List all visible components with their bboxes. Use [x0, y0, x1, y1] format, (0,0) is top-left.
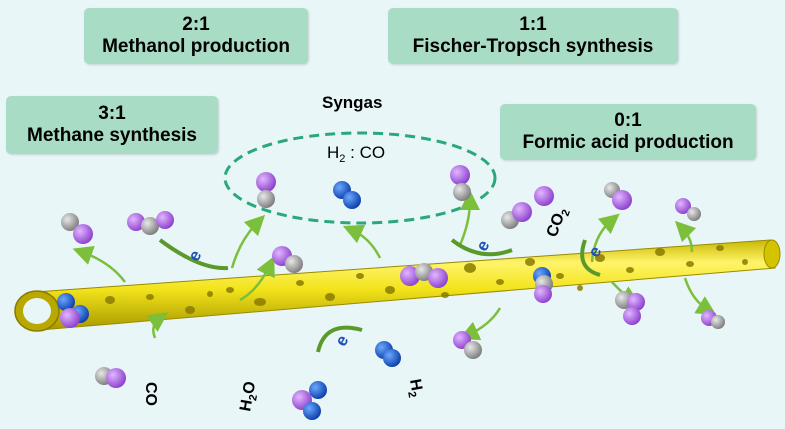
fischer-tropsch-ratio: 1:1 [519, 14, 547, 35]
h2o-label: H2O [237, 380, 262, 413]
co-molecule [534, 186, 554, 206]
nanotube [14, 239, 781, 332]
co2-molecule [604, 182, 632, 210]
molecules [57, 165, 725, 420]
co-molecule [95, 367, 126, 388]
co-molecule [272, 246, 303, 273]
co-label: CO [142, 382, 159, 406]
methanol-label: Methanol production [102, 36, 290, 57]
formic-ratio: 0:1 [614, 110, 642, 131]
co-molecule [61, 213, 93, 244]
co-molecule [701, 310, 725, 329]
co2-label: CO2 [544, 205, 573, 240]
co2-molecule [675, 198, 701, 221]
electron-label: e [331, 332, 352, 350]
co2-molecule [400, 263, 448, 288]
h2-label: H2 [403, 378, 426, 399]
h2o-molecule [292, 381, 327, 420]
electron-arrows [158, 238, 601, 353]
methane-label: Methane synthesis [27, 125, 197, 146]
co-molecule [501, 202, 532, 229]
co2-molecule [615, 291, 645, 325]
methanol-production-box: 2:1 Methanol production [84, 8, 308, 64]
syngas-boundary [223, 131, 497, 225]
h2-molecule [375, 341, 401, 367]
syngas-title: Syngas [322, 93, 382, 112]
h2-molecule [333, 181, 361, 209]
reaction-arrows [72, 190, 717, 340]
electron-label: e [184, 247, 205, 265]
co-molecule [453, 331, 482, 359]
hco-molecule [533, 267, 553, 303]
hco-molecule [57, 293, 89, 328]
formic-acid-box: 0:1 Formic acid production [500, 104, 756, 160]
co-molecule [256, 172, 276, 208]
fischer-tropsch-box: 1:1 Fischer-Tropsch synthesis [388, 8, 678, 64]
methane-synthesis-box: 3:1 Methane synthesis [6, 96, 218, 154]
fischer-tropsch-label: Fischer-Tropsch synthesis [412, 36, 654, 57]
co2-molecule [127, 211, 174, 235]
methane-ratio: 3:1 [98, 103, 126, 124]
methanol-ratio: 2:1 [182, 14, 210, 35]
co-molecule [450, 165, 471, 201]
formic-label: Formic acid production [522, 132, 734, 153]
syngas-ratio: H2 : CO [327, 143, 385, 165]
